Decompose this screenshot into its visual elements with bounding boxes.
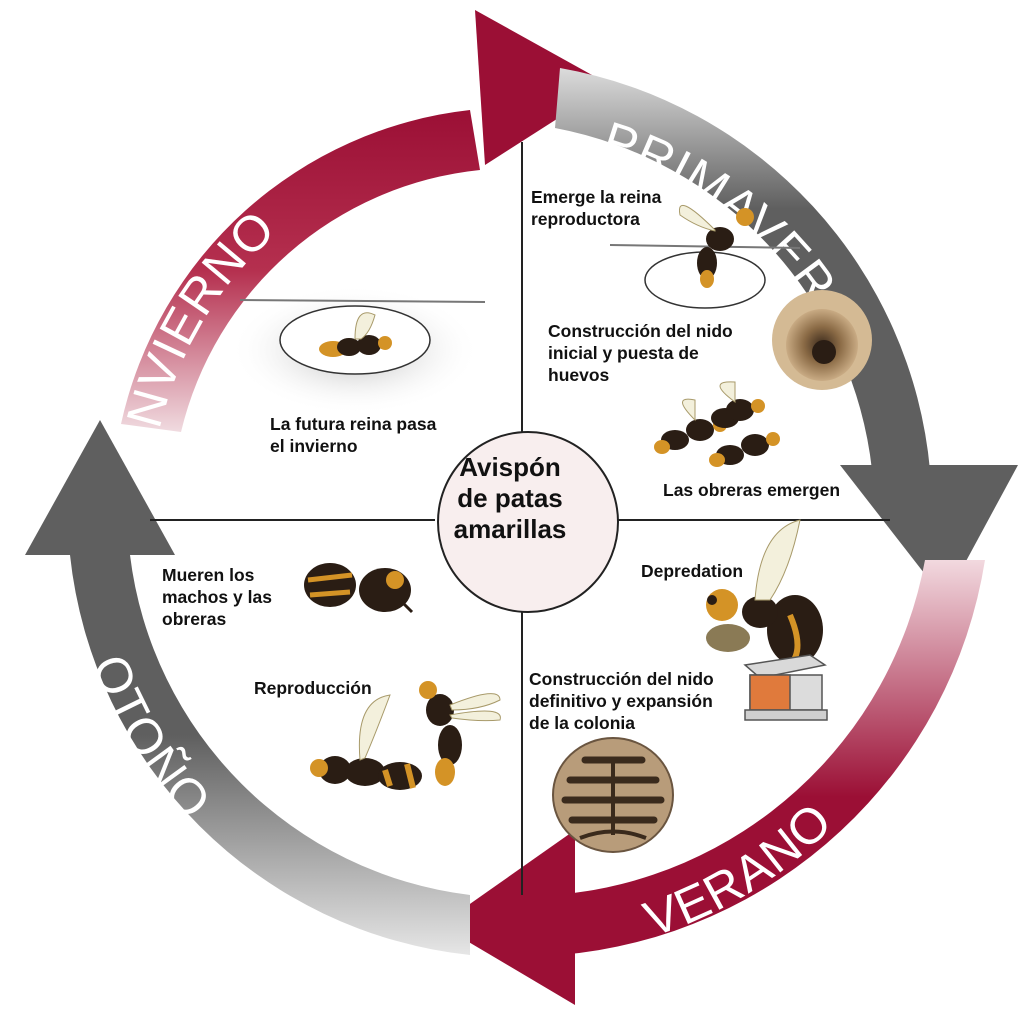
wasp-icon <box>319 312 392 357</box>
caption-queen-emerges: Emerge la reina reproductora <box>531 187 662 229</box>
autumn-arrow-band <box>70 555 470 955</box>
queen-emerging-illustration <box>609 205 801 309</box>
caption-males-die: Mueren los machos y las obreras <box>162 565 272 629</box>
caption-final-nest: Construcción del nido definitivo y expan… <box>529 669 714 733</box>
mating-wasps-illustration <box>310 681 501 790</box>
caption-reproduction: Reproducción <box>254 678 372 698</box>
cycle-ring <box>25 10 1018 1005</box>
wasp-icon <box>678 205 754 288</box>
caption-initial-nest: Construcción del nido inicial y puesta d… <box>548 321 733 385</box>
winter-arrowhead <box>475 10 610 165</box>
final-nest-illustration <box>552 737 674 853</box>
beehive-icon <box>743 654 828 721</box>
initial-nest-illustration <box>772 290 872 390</box>
spring-arrowhead <box>840 465 1018 600</box>
hibernation-chamber-illustration <box>230 285 486 415</box>
workers-illustration <box>654 381 780 467</box>
caption-workers-emerge: Las obreras emergen <box>663 480 841 500</box>
dead-wasps-illustration <box>304 563 414 614</box>
center-circle <box>437 431 619 613</box>
winter-arrow-band <box>121 110 480 432</box>
autumn-arrowhead <box>25 420 175 555</box>
caption-winter-queen: La futura reina pasa el invierno <box>270 414 437 456</box>
diagram-title: Avispón de patas amarillas <box>453 452 567 544</box>
summer-arrowhead <box>440 830 575 1005</box>
predation-illustration <box>706 519 828 721</box>
summer-arrow-band <box>555 560 985 955</box>
spring-arrow-band <box>555 68 930 470</box>
caption-predation: Depredation <box>641 561 744 581</box>
